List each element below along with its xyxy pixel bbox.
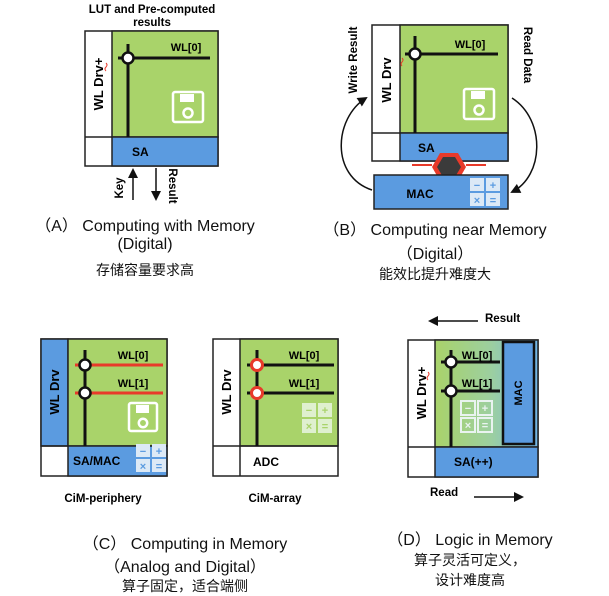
panel-a-result: Result xyxy=(166,168,178,203)
panel-d-read: Read xyxy=(430,487,458,499)
panel-b-wl-drv: WL Drv xyxy=(379,57,394,103)
panel-a-cell-node xyxy=(121,51,135,65)
panel-b-connector xyxy=(412,153,486,181)
svg-text:−: − xyxy=(140,446,146,458)
panel-a-caption: （A） Computing with Memory xyxy=(35,218,255,235)
svg-text:−: − xyxy=(306,405,312,417)
panel-d-calculator-icon: − + × = xyxy=(460,400,493,433)
panel-b-mac-block xyxy=(373,174,509,210)
panel-c-right-calculator-icon: − + × = xyxy=(302,403,332,433)
svg-text:=: = xyxy=(482,420,488,432)
panel-d-wl0: WL[0] xyxy=(462,350,493,362)
panel-a-array xyxy=(111,30,219,138)
panel-b-read-data: Read Data xyxy=(521,27,533,84)
panel-d-wl-drv: WL Drv+ xyxy=(414,366,429,419)
panel-c-right-adc: ADC xyxy=(253,455,279,469)
panel-b: WL Drv WL[0] SA MAC − + × = xyxy=(340,24,538,210)
panel-a-sa: SA xyxy=(132,145,149,159)
panel-b-calculator-icon: − + × = xyxy=(470,178,500,207)
panel-a-caption-cn: 存储容量要求高 xyxy=(96,263,194,279)
panel-a: LUT and Pre-computed results WL Drv+ WL[… xyxy=(84,4,219,204)
panel-a-save-icon xyxy=(171,90,205,124)
panel-c-right-wl0: WL[0] xyxy=(289,350,320,362)
panel-d-caption-cn-1: 算子灵活可定义， xyxy=(414,553,526,569)
svg-text:=: = xyxy=(156,461,162,473)
panel-d: Result WL Drv+ WL[0] WL[1] − + × = MAC S… xyxy=(407,313,539,502)
panel-a-wl-drv: WL Drv+ xyxy=(91,57,106,110)
panel-a-sa-block xyxy=(111,136,219,167)
panel-c-right-label: CiM-array xyxy=(248,493,302,505)
panel-b-wl0: WL[0] xyxy=(455,39,486,51)
panel-d-sa: SA(++) xyxy=(454,455,493,469)
panel-c-left-save-icon xyxy=(127,401,159,433)
svg-text:×: × xyxy=(140,461,146,473)
panel-d-mac-block xyxy=(501,340,536,446)
panel-b-sa: SA xyxy=(418,141,435,155)
panel-c-caption-sub: （Analog and Digital） xyxy=(104,559,266,576)
svg-text:×: × xyxy=(465,420,471,432)
panel-a-top-label-1: LUT and Pre-computed xyxy=(89,4,216,16)
svg-text:+: + xyxy=(490,180,496,192)
panel-c-left-label: CiM-periphery xyxy=(64,493,142,505)
panel-d-caption-cn-2: 设计难度高 xyxy=(435,573,505,589)
svg-text:=: = xyxy=(490,195,496,207)
panel-c-right-wl1: WL[1] xyxy=(289,378,320,390)
svg-text:−: − xyxy=(474,180,480,192)
panel-b-caption-cn: 能效比提升难度大 xyxy=(379,267,491,283)
panel-b-caption-sub: （Digital） xyxy=(396,246,474,263)
svg-text:=: = xyxy=(322,421,328,433)
panel-d-sa-block xyxy=(434,446,539,478)
panel-c-left-wl0: WL[0] xyxy=(118,350,149,362)
panel-c-array: WL Drv WL[0] WL[1] − + × = ADC CiM-array xyxy=(212,338,339,505)
panel-d-mac: MAC xyxy=(513,380,525,405)
panel-c-caption-cn: 算子固定，适合端侧 xyxy=(122,579,248,595)
panel-b-mac: MAC xyxy=(406,187,434,201)
panel-d-result: Result xyxy=(485,313,520,325)
panel-a-key: Key xyxy=(114,177,126,199)
panel-b-read-arrow xyxy=(510,97,538,193)
panel-c-caption: （C） Computing in Memory xyxy=(82,536,288,553)
panel-c-right-wl-drv: WL Drv xyxy=(219,369,234,415)
panel-c-left-sa-block xyxy=(67,445,168,477)
panel-b-write-result: Write Result xyxy=(348,26,360,93)
panel-c-left-calculator-icon: − + × = xyxy=(136,444,166,473)
panel-b-write-arrow xyxy=(340,96,373,191)
panel-b-cell-node xyxy=(408,47,422,61)
panel-c-periphery: WL Drv WL[0] WL[1] SA/MAC − + × = CiM-pe… xyxy=(40,338,168,505)
panel-b-array xyxy=(399,24,509,134)
panel-d-wl1: WL[1] xyxy=(462,378,493,390)
panel-a-top-label-2: results xyxy=(133,17,171,29)
panel-b-caption: （B） Computing near Memory xyxy=(323,222,547,239)
panel-a-caption-sub: (Digital) xyxy=(117,236,173,253)
panel-c-left-sa: SA/MAC xyxy=(73,454,121,468)
panel-d-caption: （D） Logic in Memory xyxy=(387,532,553,549)
panel-b-save-icon xyxy=(462,87,496,121)
svg-text:×: × xyxy=(306,421,312,433)
svg-text:−: − xyxy=(465,403,471,415)
svg-text:×: × xyxy=(474,195,480,207)
panel-a-wl0: WL[0] xyxy=(171,42,202,54)
svg-text:+: + xyxy=(156,446,162,458)
panel-c-left-wl-drv: WL Drv xyxy=(47,369,62,415)
svg-text:+: + xyxy=(482,403,488,415)
svg-text:+: + xyxy=(322,405,328,417)
panel-c-left-wl1: WL[1] xyxy=(118,378,149,390)
